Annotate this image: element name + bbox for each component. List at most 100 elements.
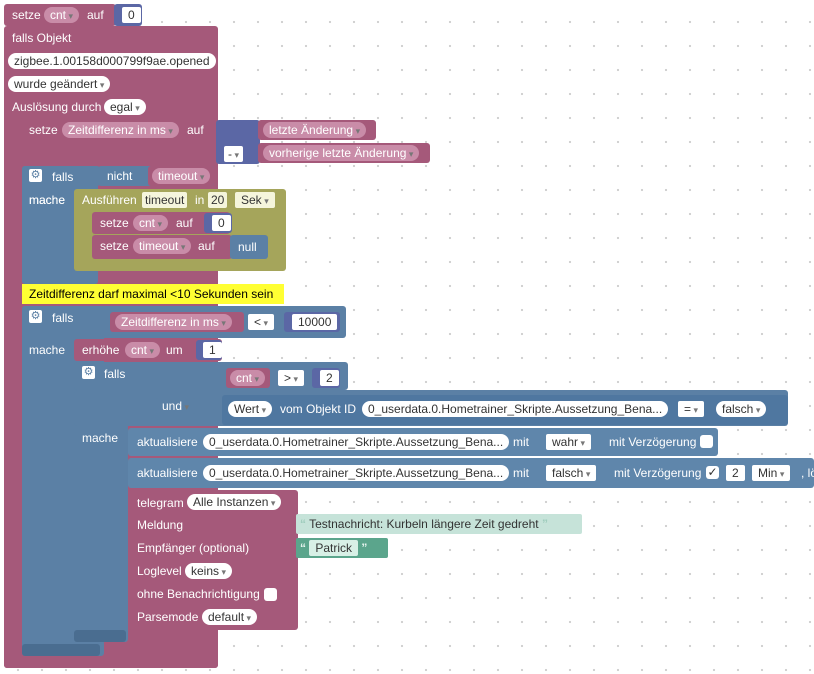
trigger-label: falls Objekt [12,31,72,45]
var-dropdown[interactable]: cnt [230,370,266,386]
compare-operator-dropdown[interactable]: < [248,314,275,330]
cnt-var-block[interactable]: cnt [226,368,270,388]
telegram-label: telegram [137,496,184,510]
number-block[interactable]: 0 [204,213,232,233]
gear-icon[interactable]: ⚙ [82,366,95,379]
prev-change-block[interactable]: vorherige letzte Änderung [258,143,430,163]
recipient-text[interactable]: Patrick [309,540,359,556]
comment-block[interactable]: Zeitdifferenz darf maximal <10 Sekunden … [22,284,284,304]
loglevel-label: Loglevel [137,564,182,578]
loglevel-dropdown[interactable]: keins [185,563,233,579]
if-label: falls [52,311,74,325]
increment-block[interactable]: erhöhe cnt um [74,339,222,361]
if3-bottom [74,630,126,642]
do-label: mache [29,193,66,207]
timeout-var-block[interactable]: timeout [148,166,214,186]
var-dropdown[interactable]: Zeitdifferenz in ms [62,122,179,138]
change-dropdown[interactable]: wurde geändert [8,76,111,92]
number-field[interactable]: 2 [320,370,339,386]
var-dropdown[interactable]: cnt [44,7,80,23]
number-field[interactable]: 1 [203,342,222,358]
null-label: null [238,240,257,254]
set-label: setze [100,239,129,253]
telegram-block[interactable]: telegram Alle Instanzen Meldung Empfänge… [128,490,298,630]
do-label: mache [29,193,66,207]
var-dropdown[interactable]: cnt [125,342,161,358]
message-label: Meldung [137,518,184,532]
not-label: nicht [107,169,133,183]
to-label: auf [176,216,193,230]
object-id-field[interactable]: 0_userdata.0.Hometrainer_Skripte.Aussetz… [362,401,669,417]
gear-icon[interactable]: ⚙ [29,169,42,182]
event-block-bottom [4,656,218,668]
in-label: in [195,193,205,207]
var-dropdown[interactable]: Zeitdifferenz in ms [115,314,232,330]
number-block[interactable]: 2 [312,368,340,388]
to-label: auf [87,8,104,22]
do-label: mache [29,343,66,357]
timer-amount-field[interactable]: 20 [208,192,228,208]
if2-bottom [22,644,100,656]
compare-operator-dropdown[interactable]: > [278,370,305,386]
compare-block[interactable]: Wert vom Objekt ID 0_userdata.0.Hometrai… [222,395,788,425]
recipient-label: Empfänger (optional) [137,541,250,555]
number-field[interactable]: 0 [122,7,141,23]
update-block-1[interactable]: aktualisiere 0_userdata.0.Hometrainer_Sk… [128,428,718,456]
delay-checkbox[interactable]: ✓ [706,465,719,479]
recipient-text-block[interactable]: “ Patrick ” [296,538,388,558]
number-field[interactable]: 10000 [292,314,338,330]
set-cnt-block[interactable]: setze cnt auf [4,4,116,26]
update-block-2[interactable]: aktualisiere 0_userdata.0.Hometrainer_Sk… [128,458,814,488]
null-block[interactable]: null [230,235,268,259]
update-label: aktualisiere [137,435,198,449]
delay-amount-field[interactable]: 2 [726,465,745,481]
operator-dropdown[interactable]: - [224,146,244,162]
equals-dropdown[interactable]: = [678,401,705,417]
delay-checkbox[interactable] [700,435,713,448]
var-dropdown[interactable]: cnt [133,215,169,231]
parsemode-dropdown[interactable]: default [202,609,258,625]
message-text-block[interactable]: “ Testnachricht: Kurbeln längere Zeit ge… [296,514,582,534]
value-dropdown[interactable]: wahr [546,434,592,450]
trigger-source-dropdown[interactable]: egal [104,99,146,115]
object-id-field[interactable]: 0_userdata.0.Hometrainer_Skripte.Aussetz… [203,434,510,450]
number-block[interactable]: 0 [114,4,142,26]
prev-change-dropdown[interactable]: vorherige letzte Änderung [263,145,420,161]
timer-name-field[interactable]: timeout [142,192,188,208]
value-dropdown[interactable]: Wert [228,401,273,417]
set-label: setze [29,123,58,137]
if-label: falls [52,170,74,184]
open-quote-icon: “ [300,541,306,555]
parsemode-label: Parsemode [137,610,199,624]
run-label: Ausführen [82,193,137,207]
last-change-dropdown[interactable]: letzte Änderung [263,122,367,138]
by-label: um [166,343,183,357]
var-dropdown[interactable]: timeout [133,238,192,254]
instance-dropdown[interactable]: Alle Instanzen [187,494,282,510]
delay-label: mit Verzögerung [609,435,697,449]
timediff-var-block[interactable]: Zeitdifferenz in ms [110,312,244,332]
last-change-block[interactable]: letzte Änderung [258,120,376,140]
false-dropdown[interactable]: falsch [716,401,767,417]
set-timediff-block[interactable]: setze Zeitdifferenz in ms auf [20,118,216,166]
number-block[interactable]: 1 [196,340,222,360]
more-label: , lö [801,466,814,480]
delay-unit-dropdown[interactable]: Min [752,465,791,481]
silent-checkbox[interactable] [264,588,277,601]
object-id-field[interactable]: zigbee.1.00158d000799f9ae.opened [8,53,216,69]
to-label: auf [198,239,215,253]
number-block[interactable]: 10000 [284,312,340,332]
timer-unit-dropdown[interactable]: Sek [235,192,275,208]
to-label: auf [187,123,204,137]
value-dropdown[interactable]: falsch [546,465,597,481]
number-field[interactable]: 0 [212,215,231,231]
var-dropdown[interactable]: timeout [152,168,211,184]
set-cnt-block-2[interactable]: setze cnt auf [92,212,230,234]
and-dropdown[interactable]: und [156,398,196,414]
message-text[interactable]: Testnachricht: Kurbeln längere Zeit gedr… [309,517,539,531]
set-timeout-block[interactable]: setze timeout auf [92,235,232,259]
gear-icon[interactable]: ⚙ [29,310,42,323]
minus-block[interactable]: - [216,120,260,164]
trigger-source-label: Auslösung durch [12,100,102,114]
object-id-field[interactable]: 0_userdata.0.Hometrainer_Skripte.Aussetz… [203,465,510,481]
